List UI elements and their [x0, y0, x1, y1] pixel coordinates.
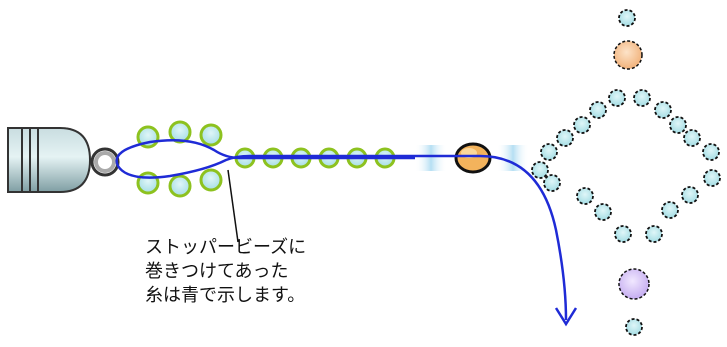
small-bead	[589, 101, 607, 119]
green-bead	[168, 120, 192, 144]
tube-bead	[415, 145, 447, 171]
small-bead	[683, 129, 701, 147]
small-bead	[702, 143, 720, 161]
lavender-bead	[618, 268, 650, 300]
orange-bead	[613, 40, 643, 70]
caption: ストッパービーズに 巻きつけてあった 糸は青で示します。	[145, 236, 306, 308]
small-bead	[681, 186, 699, 204]
jump-ring-icon	[90, 147, 120, 177]
small-bead	[540, 143, 558, 161]
small-bead	[556, 129, 574, 147]
small-bead	[614, 225, 632, 243]
small-bead	[633, 89, 651, 107]
small-bead	[618, 9, 636, 27]
small-bead	[669, 116, 687, 134]
small-bead	[625, 318, 643, 336]
caption-line-3: 糸は青で示します。	[145, 285, 306, 306]
stopper-bead	[454, 142, 492, 174]
small-bead	[594, 203, 612, 221]
caption-line-1: ストッパービーズに	[145, 237, 307, 258]
blue-thread	[115, 138, 578, 327]
arrow-down-icon	[554, 307, 578, 327]
green-bead-loop	[136, 120, 223, 198]
bell-clasp-icon	[7, 127, 92, 193]
small-bead	[543, 174, 561, 192]
green-bead	[168, 174, 192, 198]
small-bead	[654, 101, 672, 119]
small-bead	[608, 89, 626, 107]
small-bead	[573, 116, 591, 134]
small-bead	[576, 187, 594, 205]
small-bead	[661, 201, 679, 219]
green-bead	[199, 123, 223, 147]
small-bead	[645, 225, 663, 243]
leader-line	[227, 169, 239, 243]
green-bead	[199, 168, 223, 192]
bead-diamond	[531, 9, 721, 336]
small-bead	[531, 161, 549, 179]
caption-line-2: 巻きつけてあった	[145, 261, 289, 282]
small-bead	[703, 169, 721, 187]
